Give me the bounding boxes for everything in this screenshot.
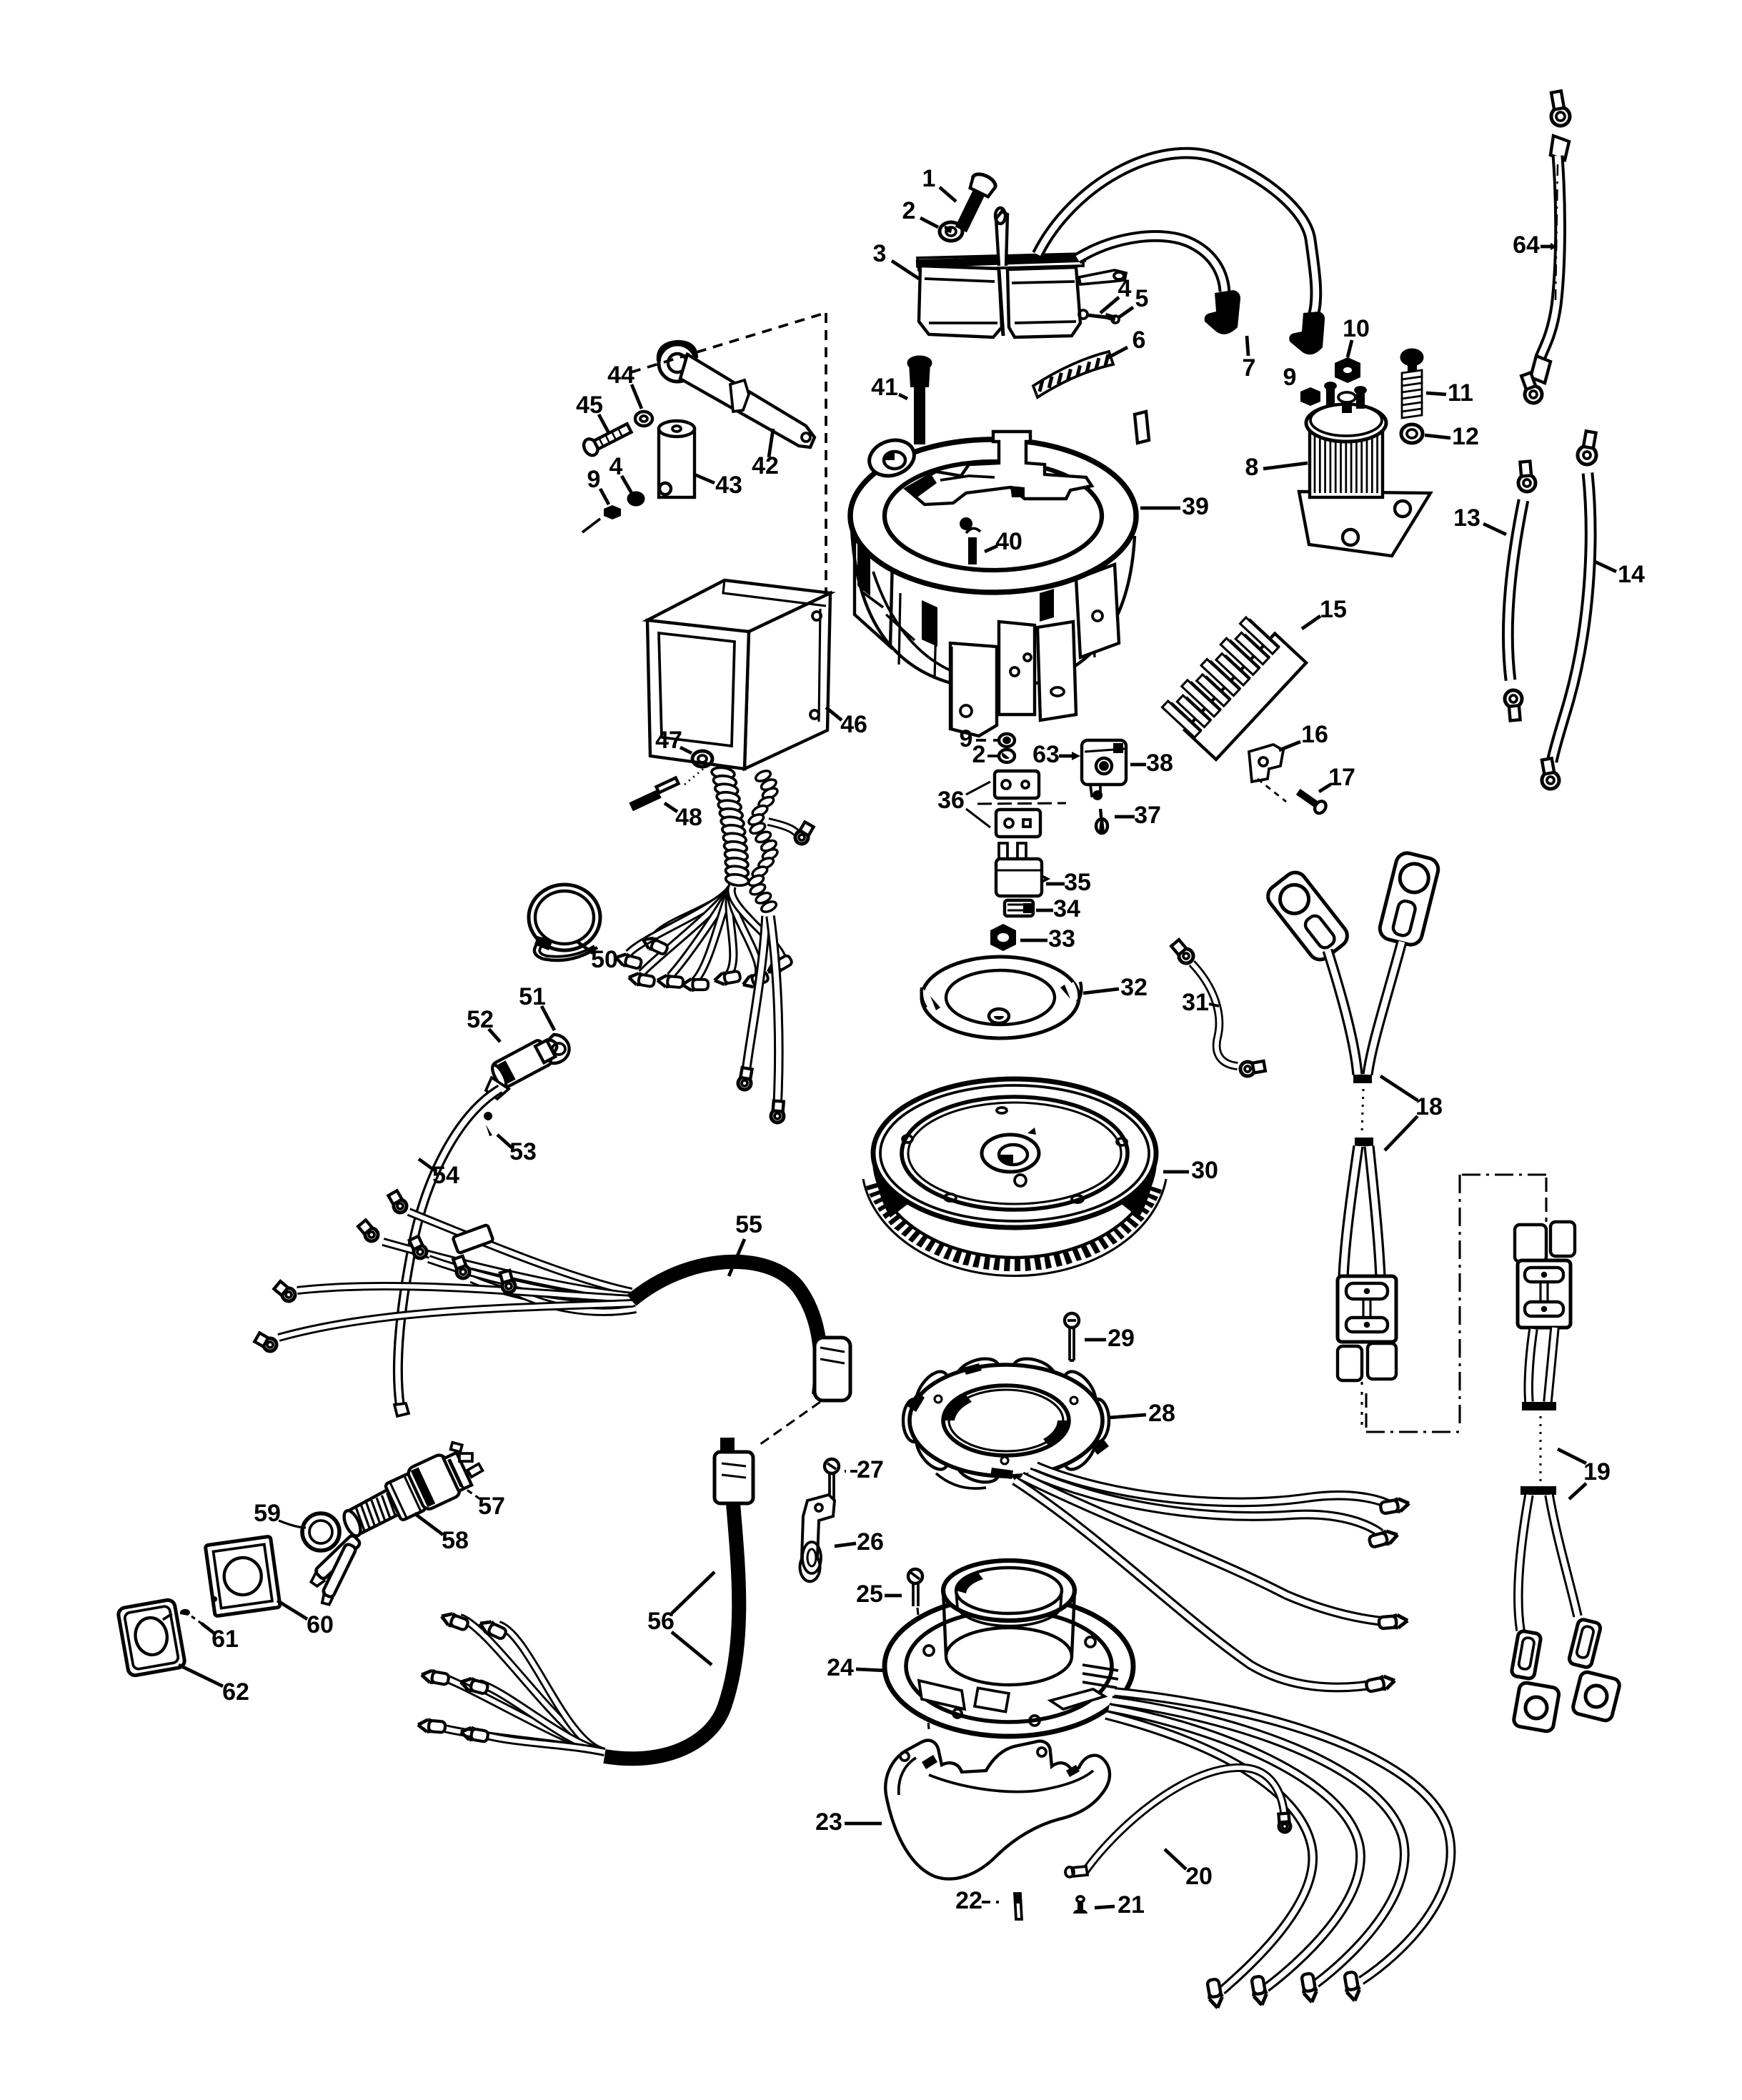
svg-text:47: 47 [655, 727, 682, 754]
svg-text:3: 3 [873, 240, 887, 267]
svg-text:8: 8 [1245, 454, 1259, 481]
svg-text:14: 14 [1618, 561, 1645, 588]
svg-text:9: 9 [960, 725, 973, 752]
svg-text:1: 1 [922, 165, 936, 192]
svg-text:63: 63 [1032, 741, 1060, 768]
svg-text:41: 41 [871, 374, 898, 401]
svg-text:60: 60 [307, 1611, 334, 1638]
svg-text:24: 24 [827, 1654, 854, 1681]
svg-text:45: 45 [576, 392, 603, 419]
svg-text:33: 33 [1048, 925, 1075, 952]
svg-text:22: 22 [955, 1887, 982, 1914]
svg-text:32: 32 [1120, 974, 1148, 1001]
svg-text:46: 46 [840, 711, 867, 738]
svg-text:12: 12 [1452, 423, 1479, 450]
svg-text:17: 17 [1328, 764, 1355, 791]
svg-text:36: 36 [937, 787, 965, 814]
svg-text:39: 39 [1182, 493, 1209, 520]
svg-text:19: 19 [1583, 1458, 1611, 1486]
svg-text:57: 57 [478, 1493, 505, 1520]
svg-text:9: 9 [587, 466, 601, 493]
svg-text:6: 6 [1133, 327, 1146, 354]
svg-text:11: 11 [1448, 379, 1473, 407]
svg-text:23: 23 [815, 1808, 842, 1836]
svg-text:21: 21 [1118, 1891, 1145, 1919]
svg-text:64: 64 [1513, 232, 1540, 259]
svg-text:61: 61 [211, 1626, 239, 1653]
svg-text:2: 2 [972, 741, 986, 768]
svg-text:40: 40 [995, 528, 1022, 555]
svg-text:54: 54 [432, 1162, 459, 1189]
svg-text:44: 44 [607, 362, 634, 389]
svg-text:50: 50 [591, 946, 618, 973]
svg-text:13: 13 [1453, 504, 1480, 532]
svg-text:4: 4 [609, 453, 623, 480]
svg-text:20: 20 [1185, 1863, 1213, 1890]
svg-text:42: 42 [752, 452, 779, 479]
svg-text:18: 18 [1415, 1093, 1443, 1120]
svg-text:15: 15 [1320, 596, 1347, 623]
svg-text:2: 2 [902, 197, 916, 224]
svg-text:59: 59 [254, 1500, 281, 1527]
svg-text:34: 34 [1053, 895, 1080, 922]
svg-text:58: 58 [442, 1527, 469, 1554]
svg-text:30: 30 [1191, 1157, 1218, 1184]
svg-text:5: 5 [1135, 285, 1149, 312]
svg-text:43: 43 [715, 472, 742, 499]
svg-text:25: 25 [856, 1581, 883, 1608]
svg-text:62: 62 [222, 1678, 249, 1706]
svg-text:35: 35 [1064, 869, 1091, 896]
svg-text:56: 56 [647, 1608, 675, 1635]
svg-text:48: 48 [675, 804, 702, 831]
svg-text:53: 53 [509, 1138, 537, 1165]
svg-text:55: 55 [735, 1211, 762, 1238]
svg-text:37: 37 [1134, 802, 1161, 829]
svg-text:9: 9 [1283, 364, 1297, 391]
svg-text:29: 29 [1108, 1325, 1135, 1352]
svg-text:38: 38 [1146, 750, 1173, 777]
svg-text:7: 7 [1243, 354, 1256, 382]
svg-text:4: 4 [1118, 275, 1132, 302]
svg-text:31: 31 [1182, 989, 1209, 1016]
svg-text:10: 10 [1343, 315, 1370, 342]
svg-text:28: 28 [1148, 1400, 1175, 1427]
svg-text:26: 26 [857, 1528, 884, 1556]
svg-text:16: 16 [1301, 721, 1328, 748]
svg-text:51: 51 [519, 983, 546, 1010]
svg-text:27: 27 [857, 1456, 884, 1483]
